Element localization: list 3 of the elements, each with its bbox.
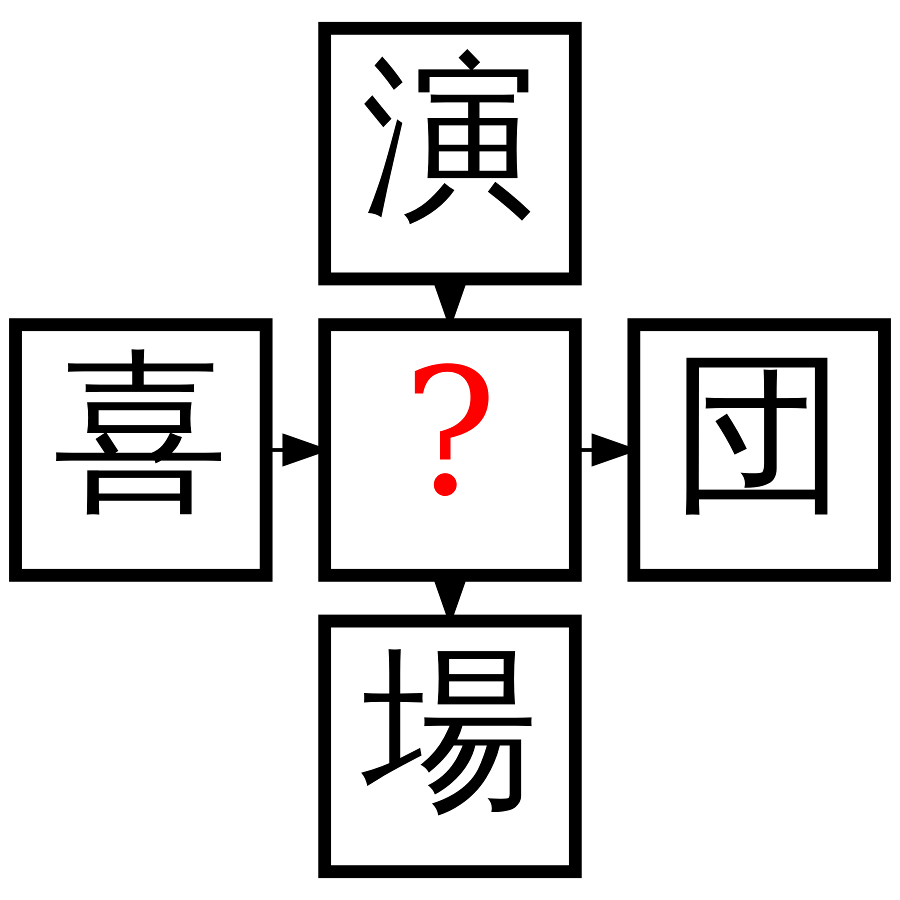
node-box: 喜	[9, 318, 273, 582]
node-box: 団	[627, 318, 891, 582]
node-box: 場	[318, 614, 582, 878]
